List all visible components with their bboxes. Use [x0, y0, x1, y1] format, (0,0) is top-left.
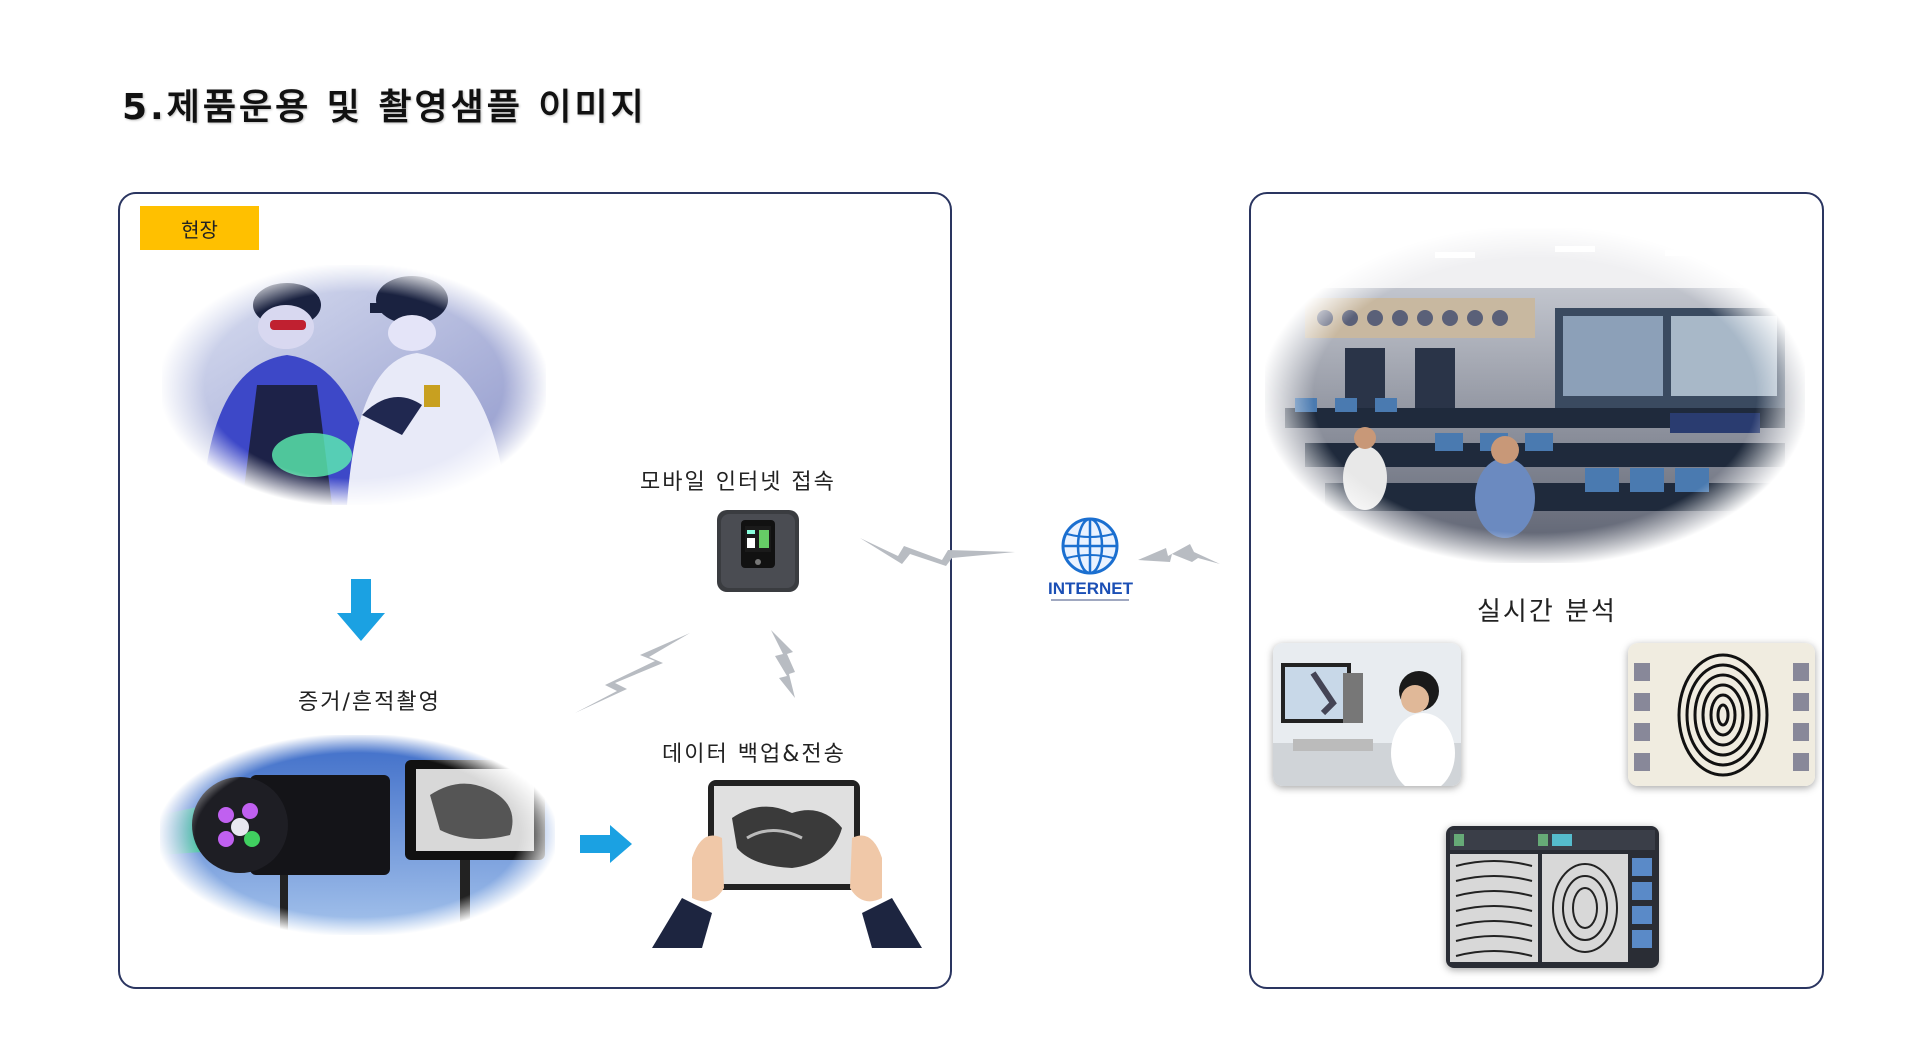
lightning-icon — [860, 538, 1015, 566]
lightning-icon — [1138, 544, 1220, 564]
crime-scene-image — [162, 265, 546, 505]
router-icon — [717, 510, 799, 592]
lightning-icon — [575, 633, 690, 713]
camera-device-image — [160, 735, 555, 935]
page-title: 5.제품운용 및 촬영샘플 이미지 — [122, 87, 647, 128]
down-arrow-icon — [337, 579, 385, 641]
site-tag: 현장 — [140, 206, 259, 250]
lightning-icon — [771, 630, 795, 698]
analysis-label: 실시간 분석 — [1477, 597, 1617, 627]
mobile-label: 모바일 인터넷 접속 — [640, 470, 836, 495]
lab-photo — [1273, 643, 1461, 786]
tablet-image — [652, 780, 922, 948]
right-arrow-icon — [580, 825, 632, 863]
internet-label: INTERNET — [1048, 579, 1133, 598]
capture-label: 증거/흔적촬영 — [298, 690, 441, 715]
fingerprint-card-photo — [1628, 643, 1815, 786]
backup-label: 데이터 백업&전송 — [662, 742, 846, 767]
fingerprint-compare-screen — [1446, 826, 1659, 968]
globe-icon — [1051, 517, 1129, 601]
control-room-image — [1265, 228, 1805, 563]
